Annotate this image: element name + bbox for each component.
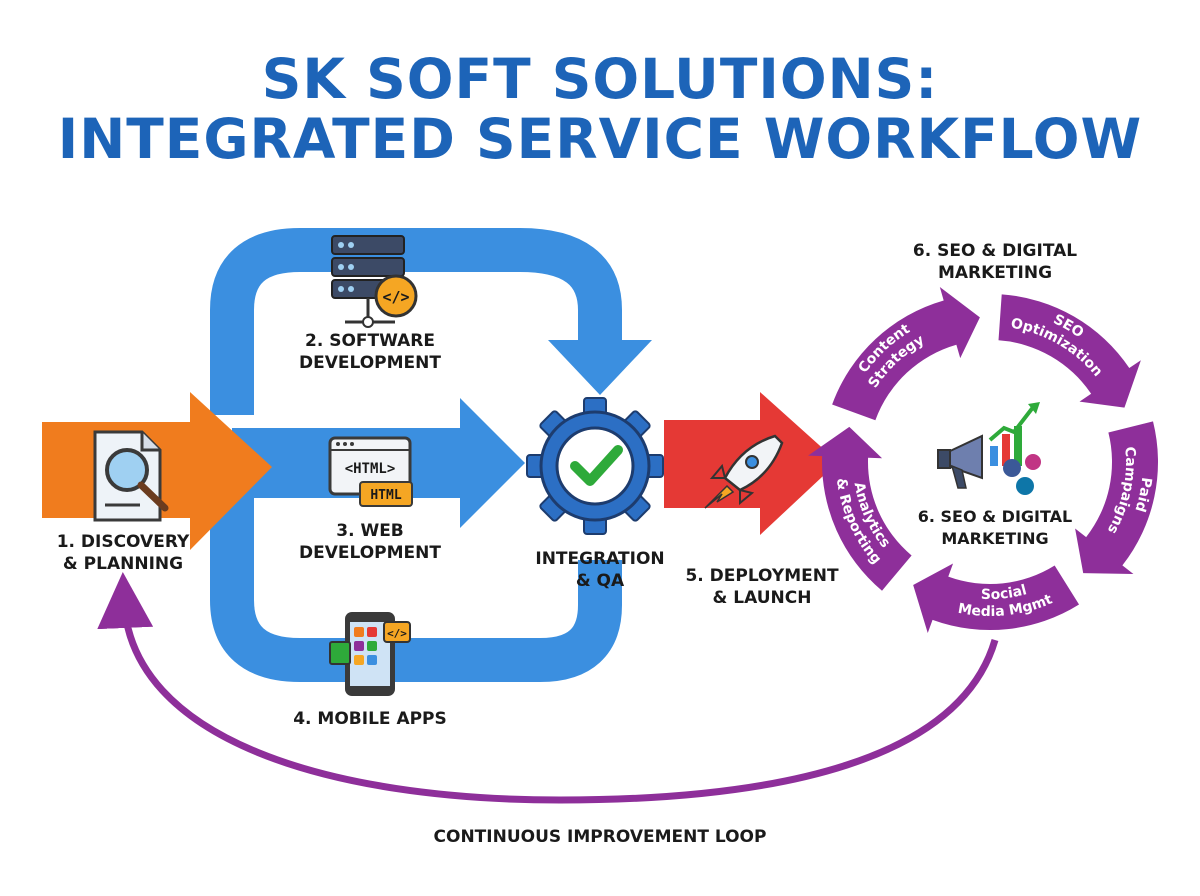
cycle-segment-social-media bbox=[913, 563, 1080, 634]
mobile-phone-icon: </> bbox=[329, 612, 411, 696]
step-seo-top-label: 6. SEO & DIGITAL MARKETING bbox=[912, 241, 1078, 283]
step-software-label: 2. SOFTWARE DEVELOPMENT bbox=[299, 331, 441, 373]
cycle-label-social-media-1: Social bbox=[981, 582, 1029, 603]
document-search-icon bbox=[93, 430, 169, 522]
server-code-icon: </> bbox=[331, 235, 418, 328]
server-code-glyph: </> bbox=[382, 288, 409, 306]
phone-code-glyph: </> bbox=[387, 627, 407, 640]
software-branch-arrow bbox=[210, 228, 652, 415]
step-deployment-label: 5. DEPLOYMENT & LAUNCH bbox=[685, 566, 839, 608]
step-discovery-label: 1. DISCOVERY & PLANNING bbox=[56, 532, 190, 574]
step-web-label: 3. WEB DEVELOPMENT bbox=[299, 521, 441, 563]
cycle-segment-seo-optimization bbox=[998, 294, 1141, 408]
step-integration-label: INTEGRATION & QA bbox=[535, 549, 665, 591]
step-seo-center-label: 6. SEO & DIGITAL MARKETING bbox=[917, 507, 1073, 548]
cycle-segment-paid-campaigns bbox=[1075, 421, 1159, 575]
continuous-improvement-label: CONTINUOUS IMPROVEMENT LOOP bbox=[433, 827, 767, 847]
page-title-line2: INTEGRATED SERVICE WORKFLOW bbox=[57, 107, 1143, 171]
html-badge-text: HTML bbox=[370, 488, 401, 503]
page-title-line1: SK SOFT SOLUTIONS: bbox=[261, 47, 939, 111]
seo-cycle-ring: ContentStrategySEOOptimizationPaidCampai… bbox=[808, 287, 1159, 634]
gear-check-icon bbox=[526, 397, 664, 535]
cycle-segment-analytics bbox=[808, 426, 912, 591]
mobile-branch-arrow bbox=[210, 470, 622, 682]
browser-html-icon: <HTML> HTML bbox=[328, 436, 413, 507]
continuous-loop-arrow bbox=[97, 572, 999, 804]
marketing-megaphone-icon bbox=[937, 402, 1041, 495]
cycle-segment-content-strategy bbox=[832, 287, 980, 421]
html-tag-text: <HTML> bbox=[345, 461, 396, 477]
step-mobile-label: 4. MOBILE APPS bbox=[293, 709, 447, 729]
rocket-icon bbox=[704, 434, 784, 509]
